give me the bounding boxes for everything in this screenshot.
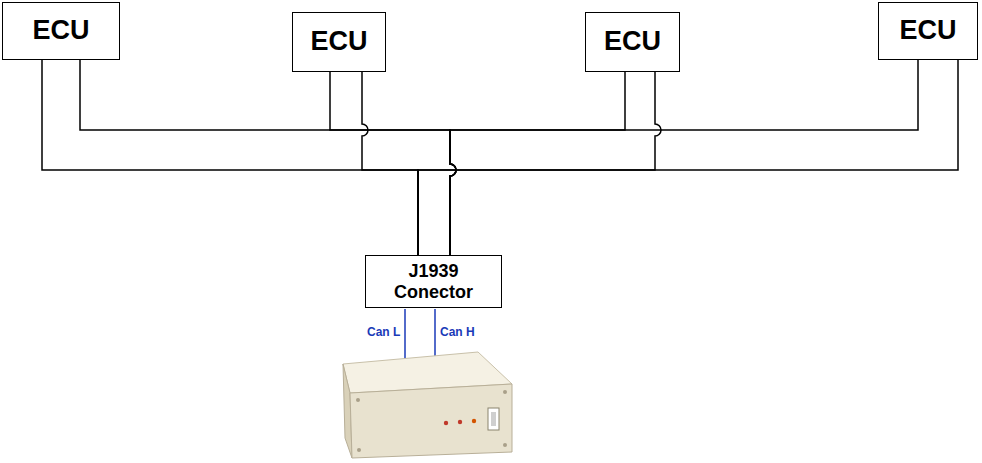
signal-label: Can H [439,325,476,339]
can-low-wire [404,309,406,362]
device-front [350,384,512,458]
wire-path [450,60,918,255]
can-bus-wire [418,72,661,255]
can-bus-wire [42,60,456,255]
screw [357,448,361,452]
can-bus-wire [330,72,456,255]
led [458,420,462,424]
wire-path [362,72,418,255]
wire-path [80,60,456,255]
can-bus-wire [418,60,958,255]
ecu-box: ECU [2,2,120,60]
ecu-box: ECU [878,2,978,60]
screw [356,398,360,402]
wire-path [450,72,625,255]
screw [503,390,507,394]
led [444,421,448,425]
wire-path [330,72,456,255]
ecu-box: ECU [292,12,386,72]
signal-label: Can L [366,325,401,339]
can-high-wire [434,309,436,358]
connector-box: J1939 Conector [365,255,502,308]
ecu-label: ECU [32,15,89,46]
ecu-label: ECU [604,26,661,57]
ecu-label: ECU [899,15,956,46]
screw [503,443,507,447]
wire-path [418,72,661,255]
ecu-box: ECU [585,12,680,72]
usb-port [488,408,499,430]
usb-port-tongue [491,412,496,426]
ecu-label: ECU [310,26,367,57]
wire-path [418,60,958,255]
led [472,419,476,423]
connector-label: J1939 Conector [384,261,484,302]
wire-path [42,60,418,255]
